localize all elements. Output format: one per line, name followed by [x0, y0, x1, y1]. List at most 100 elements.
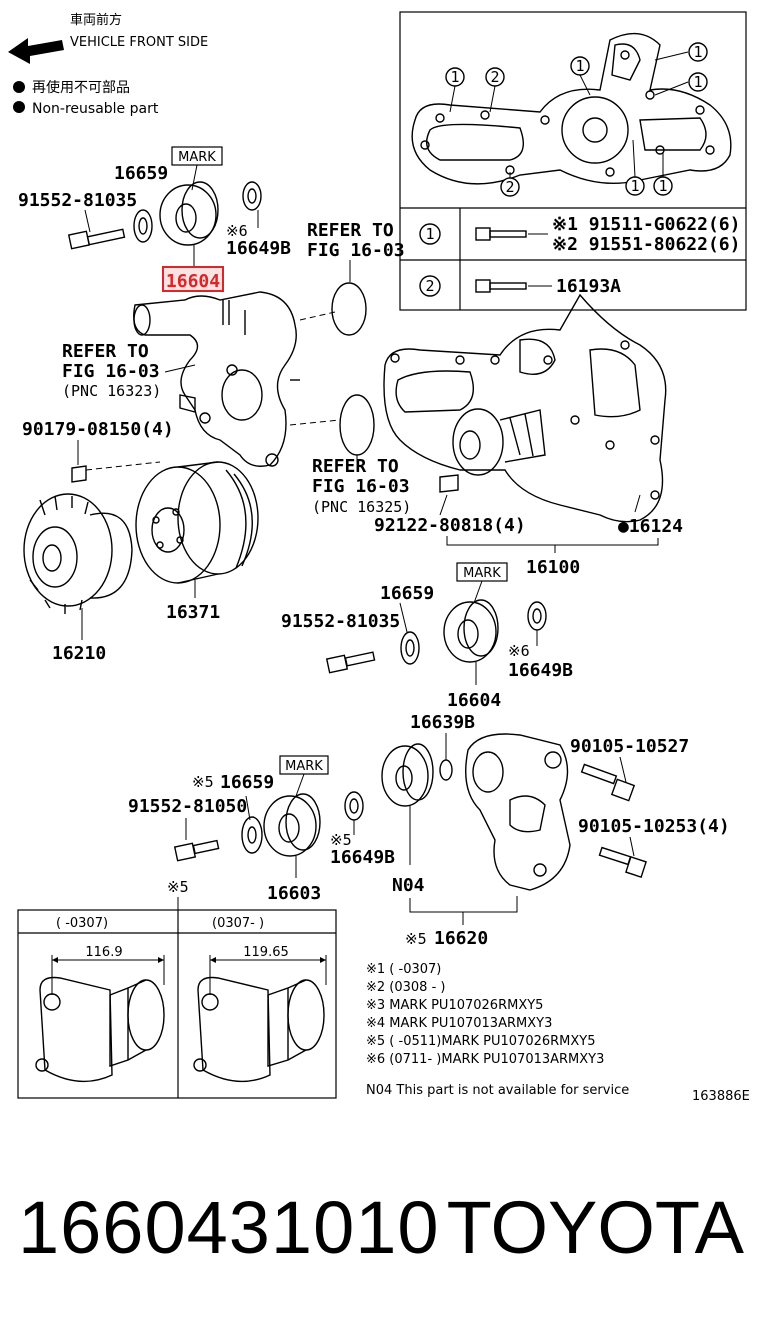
- label-90105-10527: 90105-10527: [570, 736, 689, 757]
- label-91552-81050: 91552-81050: [128, 796, 247, 817]
- detail-left-dim: 116.9: [85, 945, 122, 960]
- legend-nonreusable: 再使用不可部品 Non-reusable part: [13, 79, 159, 117]
- water-pump-assembly: 92122-80818(4) ●16124 16100: [374, 293, 683, 578]
- front-label-jp: 車両前方: [70, 12, 122, 28]
- note-line-5: ※5 ( -0511)MARK PU107026RMXY5: [366, 1034, 596, 1049]
- label-16649b: 16649B: [226, 238, 291, 259]
- table-part-1a: ※1 91511-G0622(6): [552, 214, 740, 235]
- refer-top-line2: FIG 16-03: [307, 240, 405, 261]
- front-label-en: VEHICLE FRONT SIDE: [70, 35, 208, 50]
- inset-table: 1 2 ※1 91511-G0622(6) ※2 91551-80622(6) …: [400, 207, 746, 310]
- note-line-2: ※2 (0308 - ): [366, 980, 445, 995]
- washer-part: [133, 209, 153, 243]
- label-91552-81035-mid: 91552-81035: [281, 611, 400, 632]
- note-line-3: ※3 MARK PU107026RMXY5: [366, 998, 543, 1013]
- parts-diagram: 車両前方 VEHICLE FRONT SIDE 再使用不可部品 Non-reus…: [8, 11, 750, 1104]
- refer-left-line2: FIG 16-03: [62, 361, 160, 382]
- label-90105-10253: 90105-10253(4): [578, 816, 730, 837]
- cover-plate-part: [527, 601, 547, 631]
- callout-1: 1: [450, 68, 459, 86]
- tensioner-group: 16639B N04 90105-10527 90105-10253(4) ※5…: [381, 712, 730, 949]
- label-16603: 16603: [267, 883, 321, 904]
- top-idler-group: 16659 MARK 91552-81035 ※6 16649B 16604: [18, 146, 291, 292]
- o-ring-part: [331, 282, 367, 336]
- fan-clutch-part: [23, 493, 133, 614]
- idler-pulley-part: [443, 601, 497, 663]
- label-16210: 16210: [52, 643, 106, 664]
- refer-top-line1: REFER TO: [307, 220, 394, 241]
- note-5-16649b: ※5: [330, 831, 352, 849]
- detail-right-header: (0307- ): [212, 916, 264, 931]
- figure-id: 163886E: [692, 1089, 750, 1104]
- label-n04: N04: [392, 875, 425, 896]
- label-91552-81035: 91552-81035: [18, 190, 137, 211]
- callout-2: 2: [490, 68, 499, 86]
- footnotes: ※1 ( -0307) ※2 (0308 - ) ※3 MARK PU10702…: [366, 962, 750, 1104]
- fan-clutch-group: 90179-08150(4) 16210 16371: [22, 419, 259, 664]
- brand-name: TOYOTA: [446, 1186, 744, 1269]
- mid-idler-group: 16659 MARK 91552-81035 ※6 16649B 16604: [281, 562, 573, 711]
- label-16639b: 16639B: [410, 712, 475, 733]
- label-16124: ●16124: [618, 516, 683, 537]
- callout-1: 1: [693, 43, 702, 61]
- refer-left-note: REFER TO FIG 16-03 (PNC 16323): [62, 341, 196, 400]
- label-16659-low: 16659: [220, 772, 274, 793]
- lower-idler-group: ※5 16659 MARK 91552-81050 ※5 16649B 1660…: [128, 755, 395, 904]
- inset-bolt-holes: [420, 50, 715, 177]
- callout-1: 1: [658, 177, 667, 195]
- fan-pulley-part: [135, 461, 259, 584]
- refer-mid-line2: FIG 16-03: [312, 476, 410, 497]
- bolt-part: [598, 846, 647, 878]
- front-arrow-icon: [8, 38, 64, 64]
- table-part-2: 16193A: [556, 276, 621, 297]
- idler-pulley-part: [159, 184, 217, 246]
- note-line-6: ※6 (0711- )MARK PU107013ARMXY3: [366, 1052, 604, 1067]
- label-90179-08150: 90179-08150(4): [22, 419, 174, 440]
- table-ref-1: 1: [425, 225, 434, 243]
- cover-plate-part: [344, 791, 364, 821]
- mark-label-mid: MARK: [463, 566, 501, 581]
- label-92122-80818: 92122-80818(4): [374, 515, 526, 536]
- callout-1: 1: [693, 73, 702, 91]
- refer-mid-line3: (PNC 16325): [312, 498, 411, 516]
- washer-part: [241, 816, 263, 854]
- label-16659: 16659: [114, 163, 168, 184]
- refer-mid-line1: REFER TO: [312, 456, 399, 477]
- label-16371: 16371: [166, 602, 220, 623]
- bolt-icon: [475, 279, 527, 293]
- note-6: ※6: [226, 222, 248, 240]
- note-5-16620: ※5: [405, 930, 427, 948]
- cover-plate-part: [242, 181, 262, 211]
- inset-box: 1 2 1 1 1 1 2 1 1 2: [399, 11, 747, 311]
- mark-label: MARK: [178, 150, 216, 165]
- idler-pulley-part: [263, 795, 317, 857]
- part-number: 1660431010: [18, 1186, 440, 1269]
- refer-top-note: REFER TO FIG 16-03: [299, 220, 405, 336]
- label-16659-mid: 16659: [380, 583, 434, 604]
- nonreusable-en: Non-reusable part: [32, 101, 159, 117]
- label-16649b-mid: 16649B: [508, 660, 573, 681]
- detail-right-dim: 119.65: [243, 945, 289, 960]
- bolt-part: [580, 763, 636, 802]
- bolt-part: [325, 651, 376, 674]
- n04-note: N04 This part is not available for servi…: [366, 1083, 629, 1098]
- callout-1: 1: [630, 177, 639, 195]
- vehicle-front-indicator: 車両前方 VEHICLE FRONT SIDE: [8, 12, 208, 64]
- inset-callouts: 1 2 1 1 1 1 2 1: [445, 42, 708, 197]
- table-ref-2: 2: [425, 277, 434, 295]
- refer-left-line1: REFER TO: [62, 341, 149, 362]
- water-inlet-housing: [133, 291, 300, 467]
- mark-label-low: MARK: [285, 759, 323, 774]
- label-16604-highlight[interactable]: 16604: [166, 271, 220, 292]
- note-line-1: ※1 ( -0307): [366, 962, 441, 977]
- label-16100: 16100: [526, 557, 580, 578]
- o-ring-part: [339, 394, 375, 456]
- label-16620: 16620: [434, 928, 488, 949]
- bullet-icon: [13, 101, 25, 113]
- pump-bolt-holes: [390, 340, 660, 500]
- table-part-1b: ※2 91551-80622(6): [552, 234, 740, 255]
- callout-1: 1: [575, 57, 584, 75]
- callout-2: 2: [505, 178, 514, 196]
- bolt-part: [173, 839, 220, 862]
- refer-left-line3: (PNC 16323): [62, 382, 161, 400]
